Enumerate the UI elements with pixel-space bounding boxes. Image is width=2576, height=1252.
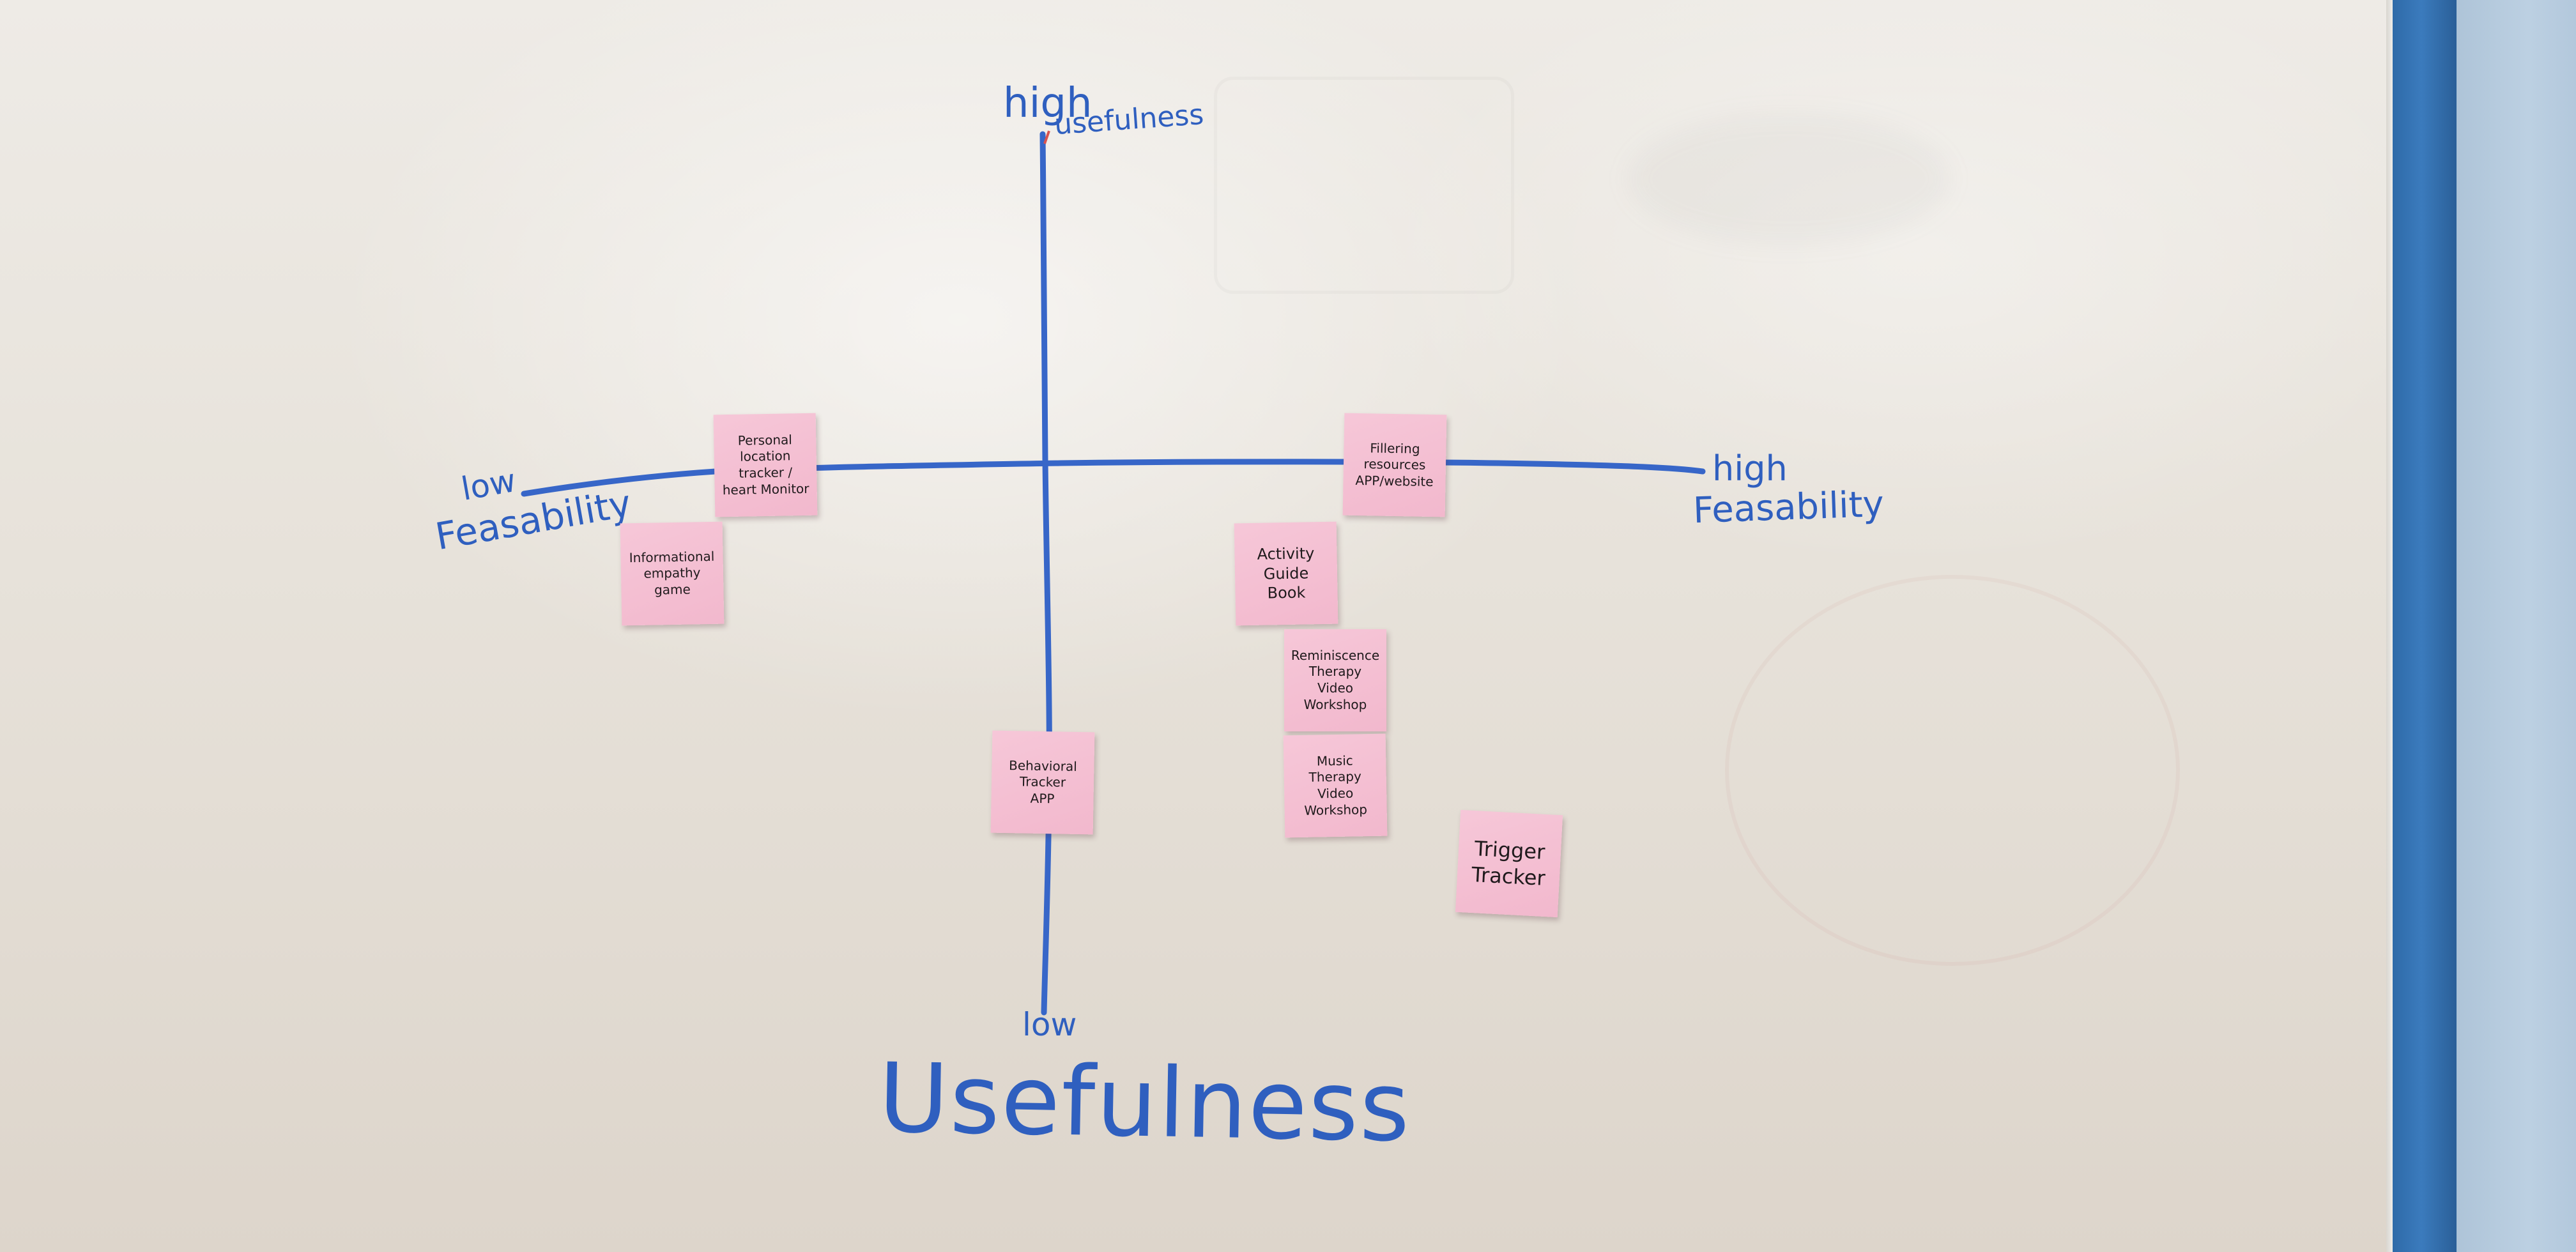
y-axis-line: [1039, 131, 1052, 1016]
y-axis-bottom-label-low: low: [1022, 1006, 1077, 1043]
sticky-note-behavioral-tracker-app[interactable]: Behavioral Tracker APP: [990, 730, 1095, 835]
sticky-note-personal-location-tracker[interactable]: Personal location tracker / heart Monito…: [713, 413, 818, 517]
sticky-note-trigger-tracker[interactable]: Trigger Tracker: [1455, 809, 1563, 918]
x-axis-right-label-high: high: [1712, 448, 1788, 489]
x-axis-line: [521, 459, 1706, 497]
wall-background: [2457, 0, 2576, 1252]
sticky-note-text: Activity Guide Book: [1257, 544, 1315, 602]
sticky-note-activity-guide-book[interactable]: Activity Guide Book: [1234, 521, 1338, 626]
sticky-note-filtering-resources[interactable]: Fillering resources APP/website: [1342, 413, 1447, 517]
sticky-note-music-therapy[interactable]: Music Therapy Video Workshop: [1283, 733, 1388, 838]
sticky-note-informational-empathy-game[interactable]: Informational empathy game: [620, 521, 724, 626]
whiteboard-edge: [2386, 0, 2394, 1252]
sticky-note-reminiscence-therapy[interactable]: Reminiscence Therapy Video Workshop: [1284, 629, 1386, 731]
sticky-note-text: Trigger Tracker: [1471, 836, 1546, 890]
erased-smudge: [1214, 77, 1514, 294]
y-axis-title: Usefulness: [877, 1042, 1412, 1164]
sticky-note-text: Reminiscence Therapy Video Workshop: [1291, 647, 1380, 712]
x-axis-right-label-feasability: Feasability: [1692, 483, 1885, 532]
whiteboard-frame: [2393, 0, 2457, 1252]
erased-smudge: [1725, 575, 2180, 966]
red-marker-tick: [1043, 130, 1050, 144]
sticky-note-text: Behavioral Tracker APP: [1008, 757, 1077, 807]
sticky-note-text: Personal location tracker / heart Monito…: [722, 432, 809, 498]
sticky-note-text: Informational empathy game: [629, 548, 715, 598]
sticky-note-text: Music Therapy Video Workshop: [1304, 752, 1368, 818]
sticky-note-text: Fillering resources APP/website: [1355, 439, 1434, 489]
erased-smudge: [1629, 115, 1949, 243]
y-axis-top-label-high: high: [1003, 80, 1092, 127]
